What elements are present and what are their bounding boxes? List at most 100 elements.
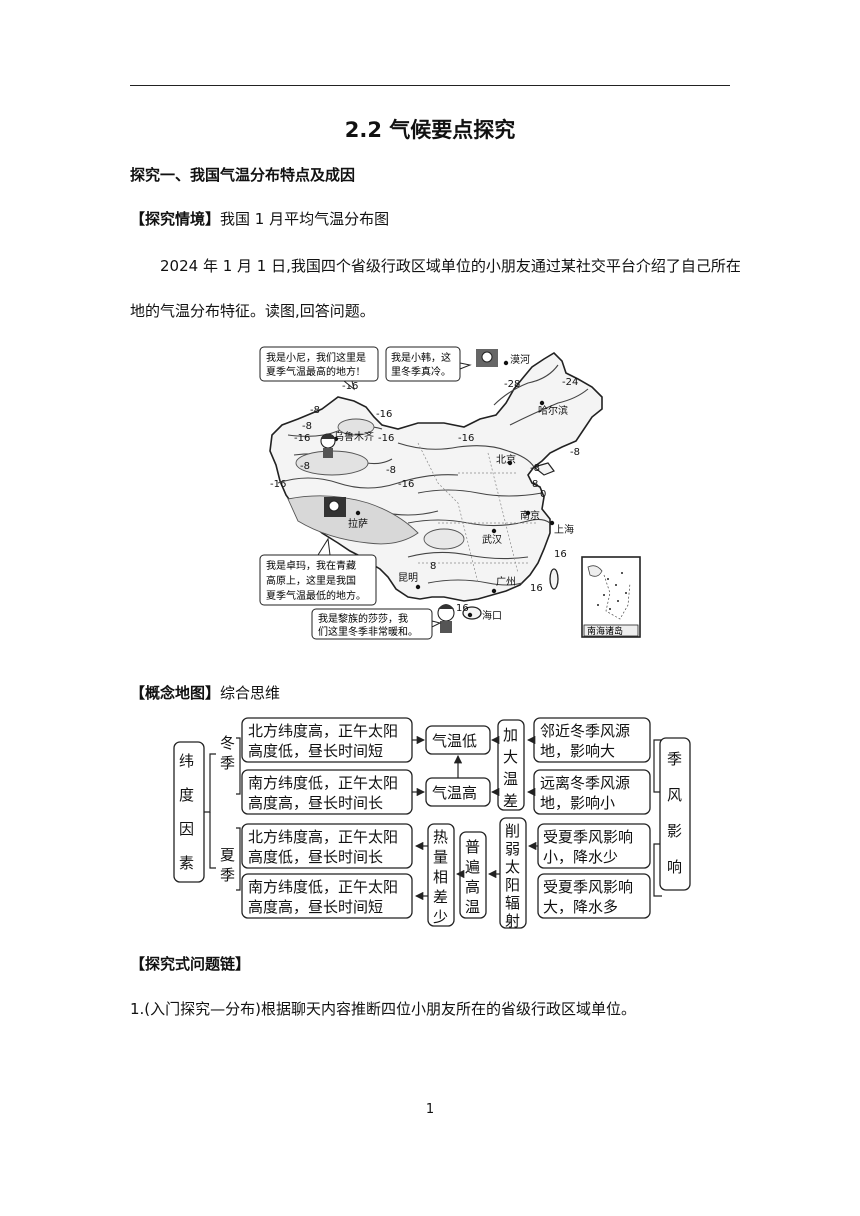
china-january-temperature-map: 漠河 哈尔滨 乌鲁木齐 北京 拉萨 南京 上海 武汉 昆明 广州 海口 -28 …: [259, 346, 641, 640]
isotherm-label: -8: [570, 447, 580, 458]
bubble-zhuoma-line: 我是卓玛，我在青藏: [266, 559, 356, 572]
summer-south-box: [241, 873, 413, 919]
city-kunming: 昆明: [398, 572, 418, 584]
isotherm-label: 0: [540, 489, 546, 500]
coast-detail: [532, 462, 555, 476]
inset-label: 南海诸岛: [587, 625, 623, 637]
south-china-sea-inset: 南海诸岛: [581, 556, 641, 638]
isotherm-label: -24: [562, 377, 578, 388]
concept-line: 【概念地图】综合思维: [130, 682, 280, 703]
isotherm-label: 16: [456, 603, 469, 614]
increase-diff-char: 差: [503, 792, 518, 810]
question-chain-heading: 【探究式问题链】: [130, 953, 250, 974]
universal-high-char: 温: [465, 898, 480, 916]
page-number: 1: [425, 1102, 435, 1117]
city-shanghai: 上海: [554, 523, 574, 536]
near-monsoon-line: 邻近冬季风源: [540, 722, 630, 740]
bubble-xiaohan-line: 我是小韩，这: [391, 351, 451, 364]
sichuan-basin: [423, 528, 465, 550]
heat-diff-char: 差: [433, 888, 448, 906]
winter-char: 冬: [220, 734, 235, 752]
header-rule: [130, 85, 730, 86]
bubble-zhuoma: 我是卓玛，我在青藏 高原上，这里是我国 夏季气温最低的地方。: [259, 537, 377, 606]
concept-map: 纬 度 因 素 冬 季 夏 季 北方纬度高，正午太阳 高度低，昼长时间短 南方纬…: [173, 717, 691, 930]
low-temp-text: 气温低: [432, 732, 477, 750]
winter-south-line: 高度高，昼长时间长: [248, 794, 383, 812]
city-harbin: 哈尔滨: [538, 404, 568, 417]
taiwan-island: [549, 568, 559, 590]
junggar-basin: [337, 418, 375, 436]
summer-north-line: 北方纬度高，正午太阳: [248, 828, 398, 846]
bubble-shasha: 我是黎族的莎莎，我 们这里冬季非常暖和。: [311, 608, 442, 640]
isotherm-label: -8: [386, 465, 396, 476]
winter-north-line: 北方纬度高，正午太阳: [248, 722, 398, 740]
summer-north-box: [241, 823, 413, 869]
summer-south-line: 南方纬度低，正午太阳: [248, 878, 398, 896]
weaken-radiation-char: 射: [505, 912, 520, 930]
near-monsoon-line: 地，影响大: [540, 742, 615, 760]
isotherm-label: 8: [430, 561, 436, 572]
monsoon-influence-char: 影: [667, 822, 682, 840]
bubble-zhuoma-line: 夏季气温最低的地方。: [266, 589, 366, 602]
scenario-label: 【探究情境】: [130, 210, 221, 228]
bubble-shasha-line: 我是黎族的莎莎，我: [318, 612, 408, 625]
increase-diff-char: 温: [503, 770, 518, 788]
isotherm-label: -8: [530, 463, 540, 474]
isotherm-label: -16: [294, 433, 310, 444]
city-guangzhou: 广州: [496, 576, 516, 588]
city-mohe: 漠河: [510, 354, 530, 366]
question-chain-label: 【探究式问题链】: [130, 955, 251, 973]
province-boundaries: [417, 442, 538, 584]
monsoon-influence-char: 风: [667, 786, 682, 804]
bubble-xiaohan: 我是小韩，这 里冬季真冷。: [385, 346, 472, 382]
heat-diff-char: 量: [433, 848, 448, 866]
city-haikou: 海口: [482, 609, 502, 622]
increase-diff-char: 大: [503, 748, 518, 766]
isotherm-label: -16: [398, 479, 414, 490]
latitude-char: 纬: [179, 752, 194, 770]
qinghai-tibet-plateau: [287, 495, 419, 545]
isotherm-label: -16: [270, 479, 286, 490]
winter-char: 季: [220, 754, 235, 772]
child-xiaoni-figure: [320, 433, 336, 458]
hainan-island: [462, 606, 482, 620]
child-zhuoma-figure: [324, 497, 346, 517]
bubble-shasha-line: 们这里冬季非常暖和。: [318, 625, 418, 638]
intro-line-1: 2024 年 1 月 1 日,我国四个省级行政区域单位的小朋友通过某社交平台介绍…: [160, 257, 741, 275]
weaken-radiation-char: 弱: [505, 840, 520, 858]
city-lhasa: 拉萨: [348, 517, 368, 530]
monsoon-influence-char: 季: [667, 750, 682, 768]
intro-line-2: 地的气温分布特征。读图,回答问题。: [130, 302, 375, 320]
city-dots: [333, 360, 555, 618]
isotherm-label: -8: [310, 405, 320, 416]
city-urumqi: 乌鲁木齐: [334, 430, 374, 443]
concept-label: 【概念地图】: [130, 684, 221, 702]
child-shasha-figure: [437, 604, 455, 633]
isotherm-label: -8: [300, 461, 310, 472]
scenario-line: 【探究情境】我国 1 月平均气温分布图: [130, 208, 389, 229]
heat-diff-char: 热: [433, 828, 448, 846]
universal-high-char: 遍: [465, 858, 480, 876]
increase-diff-box: [497, 719, 525, 811]
weaken-radiation-box: [499, 817, 527, 929]
summer-char: 季: [220, 866, 235, 884]
winter-north-line: 高度低，昼长时间短: [248, 742, 383, 760]
isotherm-label: -16: [458, 433, 474, 444]
bubble-xiaoni: 我是小尼，我们这里是 夏季气温最高的地方!: [259, 346, 379, 391]
bubble-xiaoni-line: 夏季气温最高的地方!: [266, 365, 360, 378]
weaken-radiation-char: 阳: [505, 876, 520, 894]
isotherm-label: -8: [302, 421, 312, 432]
isotherm-label: -16: [376, 409, 392, 420]
weaken-radiation-char: 削: [505, 822, 520, 840]
summer-south-line: 高度高，昼长时间短: [248, 898, 383, 916]
summer-monsoon-more-line: 受夏季风影响: [543, 878, 633, 896]
child-xiaohan-figure: [476, 349, 498, 367]
bubble-xiaoni-line: 我是小尼，我们这里是: [266, 351, 366, 364]
question-1: 1.(入门探究—分布)根据聊天内容推断四位小朋友所在的省级行政区域单位。: [130, 1000, 637, 1018]
city-nanjing: 南京: [520, 509, 540, 522]
summer-monsoon-less-line: 小，降水少: [543, 848, 618, 866]
weaken-radiation-char: 辐: [505, 894, 520, 912]
summer-monsoon-more-box: [537, 873, 651, 919]
isotherm-label: 16: [530, 583, 543, 594]
bubble-zhuoma-line: 高原上，这里是我国: [266, 574, 356, 587]
